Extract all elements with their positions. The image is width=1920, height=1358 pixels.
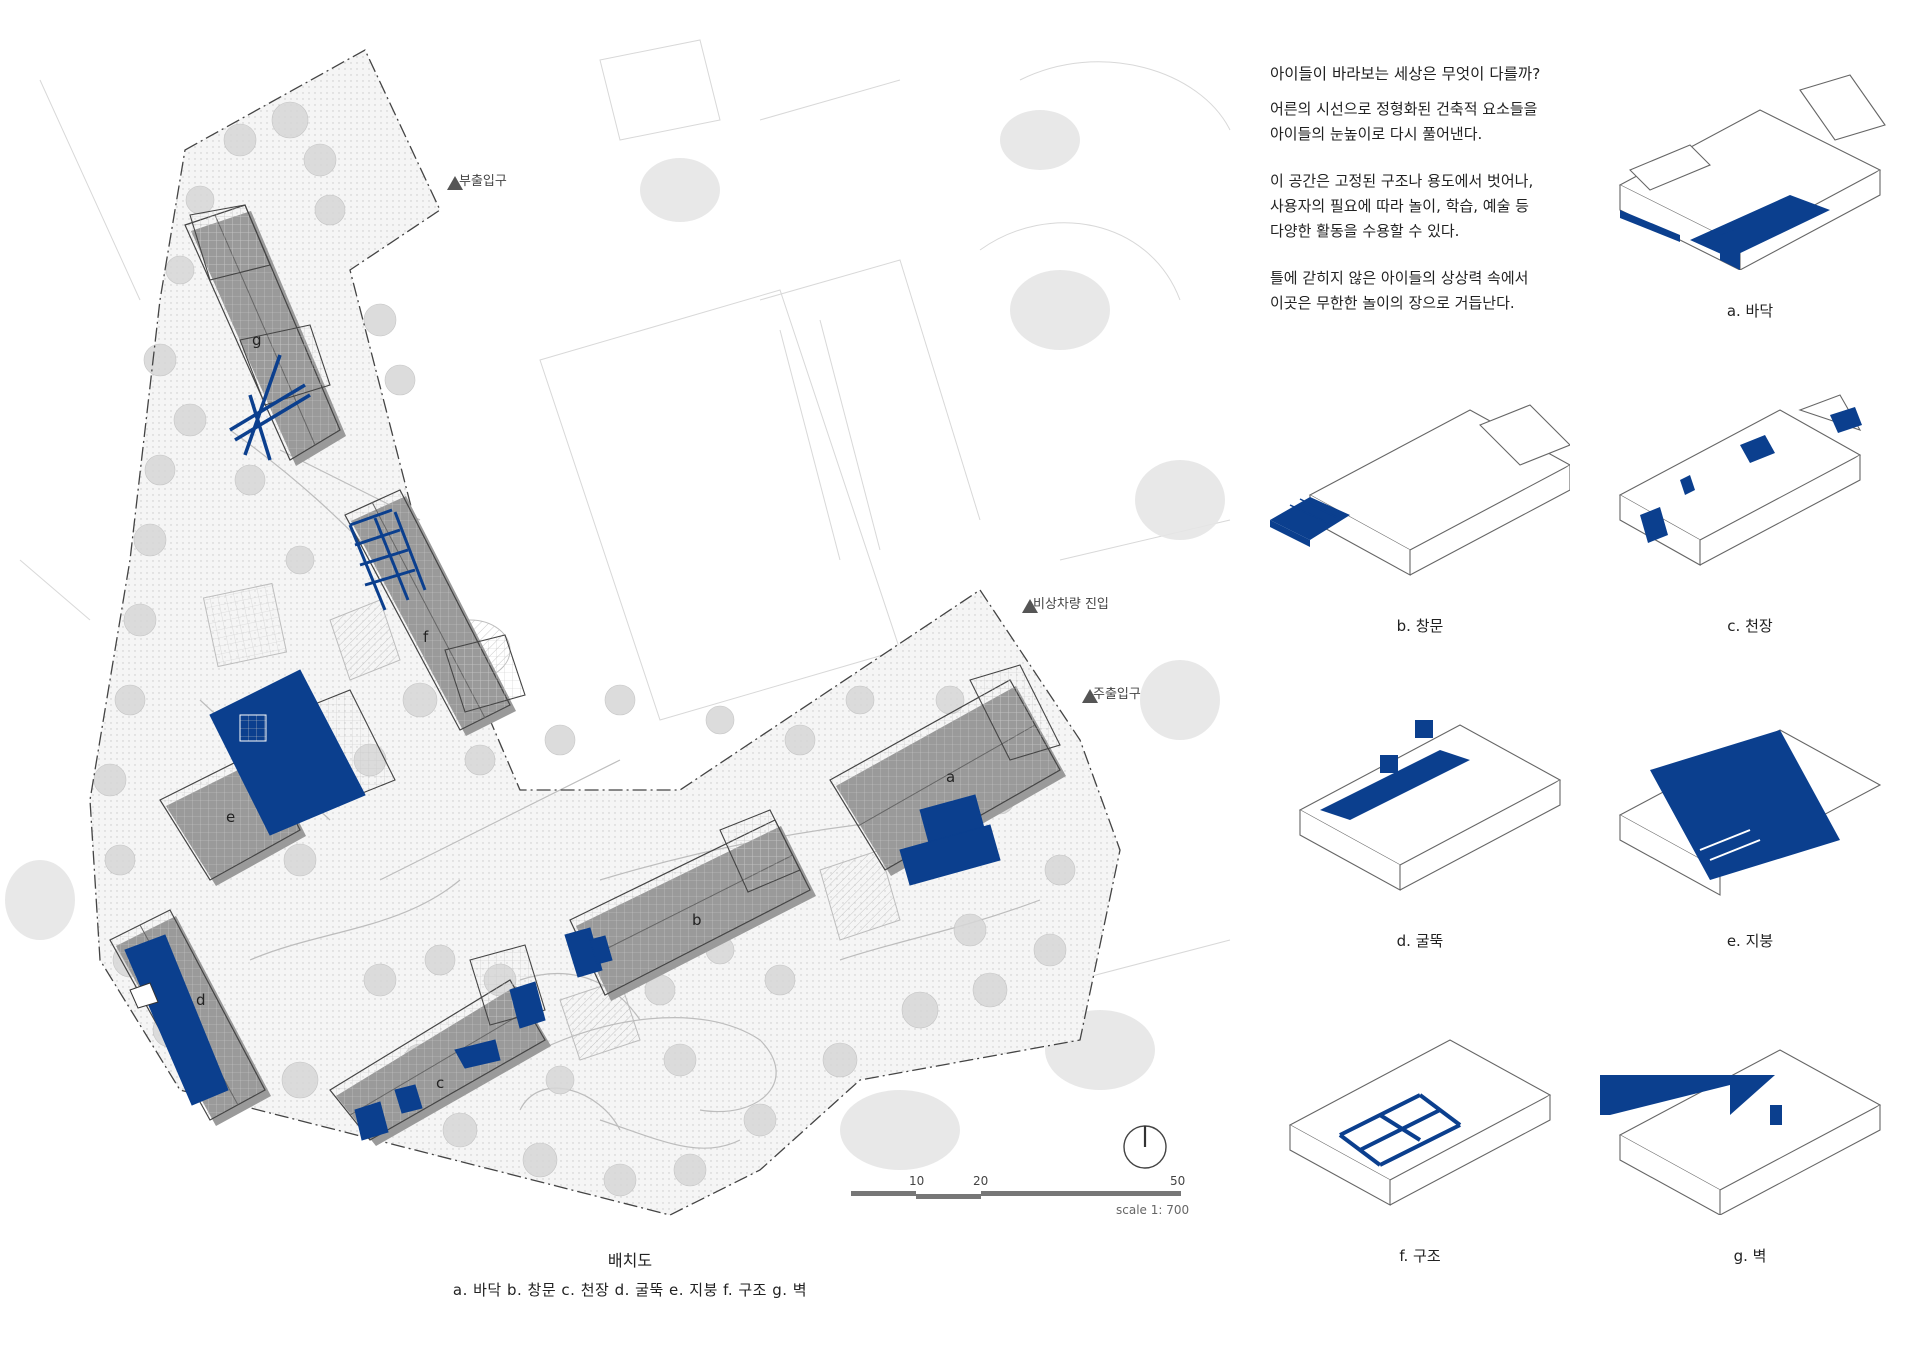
scale-tick-10: 10 xyxy=(909,1174,925,1188)
axo-f: f. 구조 xyxy=(1270,1015,1570,1265)
axo-g-caption: g. 벽 xyxy=(1733,1247,1767,1265)
label-d: d xyxy=(196,991,206,1009)
main-entrance-label: 주출입구 xyxy=(1093,687,1141,702)
axo-a: a. 바닥 xyxy=(1600,70,1900,320)
scale-label: scale 1: 700 xyxy=(1116,1203,1190,1217)
building-labels: a b c d e f g xyxy=(196,331,955,1092)
concept-paragraph-1: 어른의 시선으로 정형화된 건축적 요소들을 아이들의 눈높이로 다시 풀어낸다… xyxy=(1270,100,1538,143)
axo-e-caption: e. 지붕 xyxy=(1726,932,1774,950)
axo-g-drawing xyxy=(1600,1049,1882,1215)
concept-paragraph-2: 이 공간은 고정된 구조나 용도에서 벗어나, 사용자의 필요에 따라 놀이, … xyxy=(1270,172,1534,240)
label-b: b xyxy=(692,911,702,929)
axo-g: g. 벽 xyxy=(1600,1015,1900,1265)
site-plan-legend: a. 바닥 b. 창문 c. 천장 d. 굴뚝 e. 지붕 f. 구조 g. 벽 xyxy=(452,1281,808,1299)
axo-e-drawing xyxy=(1618,729,1882,896)
axo-c: c. 천장 xyxy=(1600,385,1900,635)
site-plan-drawing: a b c d e f g xyxy=(5,39,1231,1216)
label-a: a xyxy=(946,768,955,786)
site-plan: a b c d e f g 부출입구 비상차량 진입 주출입구 10 xyxy=(5,39,1231,1217)
scale-tick-50: 50 xyxy=(1170,1174,1186,1188)
secondary-entrance-label: 부출입구 xyxy=(459,174,507,189)
concept-paragraph-3: 틀에 갇히지 않은 아이들의 상상력 속에서 이곳은 무한한 놀이의 장으로 거… xyxy=(1270,269,1529,312)
concept-heading: 아이들이 바라보는 세상은 무엇이 다를까? xyxy=(1270,65,1541,83)
scale-tick-20: 20 xyxy=(973,1174,989,1188)
site-plan-title: 배치도 xyxy=(607,1251,653,1270)
building-g xyxy=(184,204,346,466)
axo-d-caption: d. 굴뚝 xyxy=(1396,932,1444,950)
site-trees xyxy=(93,101,1076,1197)
roof-opening xyxy=(239,714,267,742)
building-c xyxy=(329,944,551,1146)
blue-interventions xyxy=(124,354,1001,1141)
buildings xyxy=(109,204,1066,1146)
axo-c-caption: c. 천장 xyxy=(1727,617,1773,635)
chimney-opening xyxy=(129,982,159,1009)
north-arrow xyxy=(1123,1125,1167,1169)
label-g: g xyxy=(252,331,262,349)
axo-b: b. 창문 xyxy=(1270,385,1570,635)
site-boundary xyxy=(89,49,1121,1216)
axo-a-drawing xyxy=(1618,74,1886,270)
axo-d: d. 굴뚝 xyxy=(1270,700,1570,950)
axo-e: e. 지붕 xyxy=(1600,700,1900,950)
scale-bar xyxy=(851,1191,1181,1199)
concept-text: 아이들이 바라보는 세상은 무엇이 다를까? 어른의 시선으로 정형화된 건축적… xyxy=(1270,62,1590,338)
axo-c-drawing xyxy=(1618,394,1862,566)
building-b xyxy=(569,809,816,1001)
label-c: c xyxy=(436,1074,444,1092)
emergency-entrance-label: 비상차량 진입 xyxy=(1033,597,1109,612)
label-f: f xyxy=(423,628,429,646)
axo-f-caption: f. 구조 xyxy=(1399,1247,1441,1265)
building-a xyxy=(829,664,1066,876)
axo-b-drawing xyxy=(1270,404,1570,576)
entrance-markers xyxy=(447,176,1098,703)
axo-a-caption: a. 바닥 xyxy=(1726,302,1774,320)
label-e: e xyxy=(226,808,235,826)
axo-b-caption: b. 창문 xyxy=(1396,617,1444,635)
axo-f-drawing xyxy=(1288,1039,1552,1206)
axo-d-drawing xyxy=(1298,720,1562,891)
